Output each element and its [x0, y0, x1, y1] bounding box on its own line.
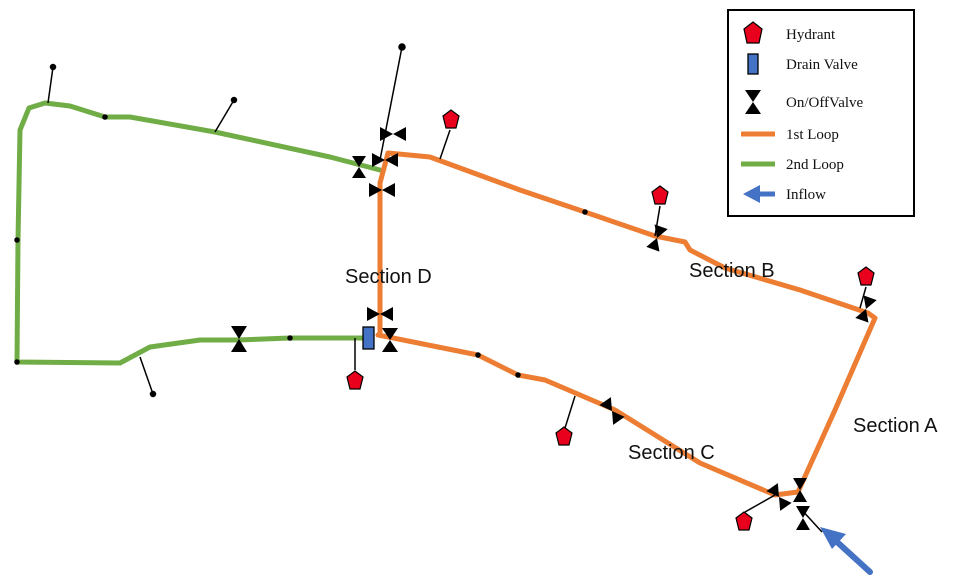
valves: [231, 127, 877, 530]
drain-valve-icon: [362, 326, 375, 350]
legend-drain-valve-icon: [747, 53, 759, 75]
hydrant-icon: [735, 511, 753, 531]
legend-valve-label: On/OffValve: [786, 95, 864, 111]
second-loop: [14, 100, 383, 366]
branch-end-node: [230, 96, 238, 104]
first-loop: [375, 150, 878, 498]
hydrant-icon: [442, 109, 460, 129]
hydrant-icon: [555, 426, 573, 446]
pipe-node: [102, 114, 108, 120]
pipe-node: [475, 352, 481, 358]
hydrants: [346, 109, 875, 531]
legend-loop2-label: 2nd Loop: [786, 157, 844, 173]
pipe-node: [515, 372, 521, 378]
section-a-label: Section A: [853, 415, 938, 437]
valve-icon: [352, 156, 366, 178]
inflow-arrow: [820, 527, 873, 575]
branch-end-node: [49, 63, 57, 71]
pipe-node: [14, 359, 20, 365]
hydrant-icon: [857, 266, 875, 286]
legend-inflow-label: Inflow: [786, 187, 826, 203]
valve-icon: [793, 478, 807, 502]
legend-hydrant-icon: [743, 21, 763, 44]
pipe-node: [14, 237, 20, 243]
legend: Hydrant Drain Valve On/OffValve 1st Loop…: [727, 9, 915, 217]
legend-inflow-icon: [743, 185, 775, 203]
legend-hydrant-label: Hydrant: [786, 27, 836, 43]
valve-icon: [855, 295, 877, 323]
valve-icon: [382, 328, 398, 352]
valve-icon: [372, 153, 398, 167]
section-d-label: Section D: [345, 266, 432, 288]
pipe-node: [582, 209, 588, 215]
valve-icon: [231, 326, 247, 352]
valve-icon: [646, 224, 668, 252]
section-c-label: Section C: [628, 442, 715, 464]
valve-icon: [369, 183, 395, 197]
valve-icon: [599, 397, 625, 425]
second-loop-pipe: [14, 100, 383, 366]
hydrant-icon: [651, 185, 669, 205]
section-b-label: Section B: [689, 260, 775, 282]
pipe-node: [287, 335, 293, 341]
first-loop-pipe: [375, 150, 878, 498]
inflow-arrow-head-icon: [820, 527, 846, 549]
hydrant-icon: [346, 370, 364, 390]
valve-icon: [796, 506, 810, 530]
service-branches: [14, 43, 867, 533]
branch-end-node: [398, 43, 406, 51]
legend-drain-valve-label: Drain Valve: [786, 57, 858, 73]
valve-icon: [766, 483, 792, 511]
valve-icon: [380, 127, 406, 141]
legend-loop1-label: 1st Loop: [786, 127, 839, 143]
legend-valve-icon: [745, 90, 761, 114]
branch-end-node: [149, 390, 157, 398]
valve-icon: [367, 307, 393, 321]
